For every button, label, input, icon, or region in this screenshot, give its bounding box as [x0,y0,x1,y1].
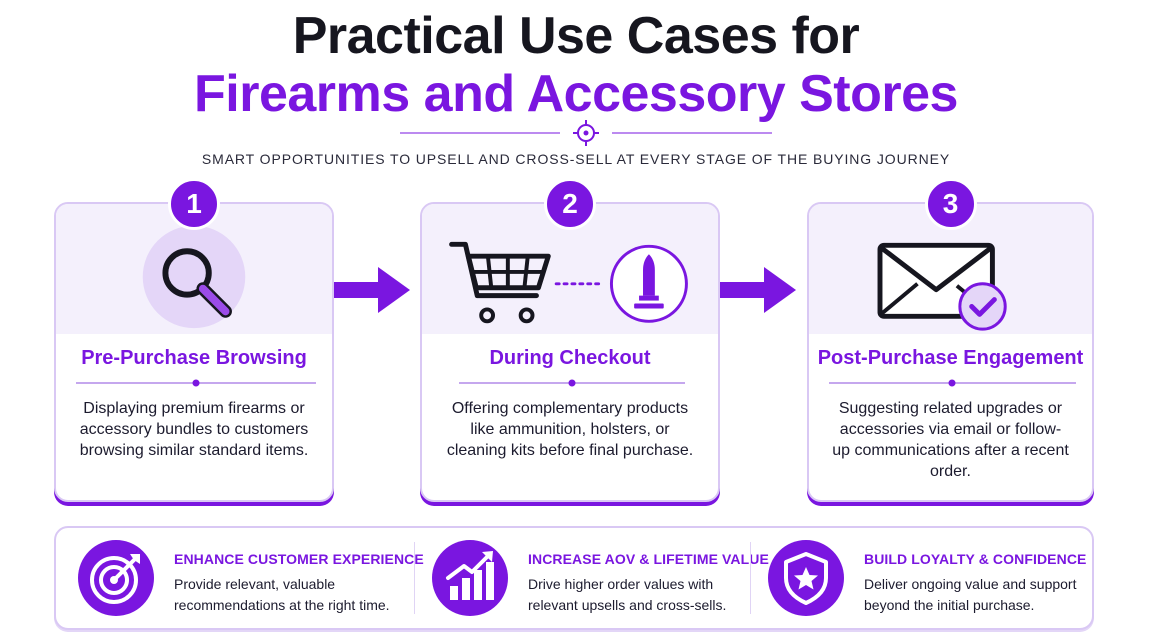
step-description: Offering complementary products like amm… [446,400,694,459]
crosshair-icon [573,120,599,146]
shopping-cart-icon [449,241,688,324]
crosshair-divider [400,120,772,146]
title-divider [76,379,316,387]
benefit-title: BUILD LOYALTY & CONFIDENCE [864,551,1087,567]
target-icon [78,540,154,616]
step-title: During Checkout [489,347,651,369]
benefits-panel: ENHANCE CUSTOMER EXPERIENCE Provide rele… [54,526,1094,630]
ammunition-icon [609,244,688,323]
page-subtitle: SMART OPPORTUNITIES TO UPSELL AND CROSS-… [201,151,951,167]
step-card-pre-purchase: 1 Pre-Purchase Browsing Displaying premi… [54,178,334,502]
step-description: Suggesting related upgrades or accessori… [832,400,1069,480]
step-title: Pre-Purchase Browsing [81,347,307,369]
growth-chart-icon [432,540,508,616]
benefit-separator [414,542,415,614]
benefit-description: Deliver ongoing value and support beyond… [864,576,1077,613]
benefit-customer-experience: ENHANCE CUSTOMER EXPERIENCE Provide rele… [78,528,424,628]
page-title-line-2: Firearms and Accessory Stores [194,65,958,123]
step-card-post-purchase: 3 Post-Purchase Engagement Suggesting re… [807,178,1094,502]
benefit-aov-lifetime-value: INCREASE AOV & LIFETIME VALUE Drive high… [432,528,769,628]
shield-star-icon [768,540,844,616]
benefit-description: Provide relevant, valuable recommendatio… [174,576,390,613]
benefit-description: Drive higher order values with relevant … [528,576,727,613]
step-description: Displaying premium firearms or accessory… [79,400,309,459]
envelope-check-icon [877,242,1007,331]
benefit-title: ENHANCE CUSTOMER EXPERIENCE [174,551,424,567]
title-divider [829,379,1076,387]
flow-arrow-icon [720,267,796,313]
step-number-badge: 2 [544,178,596,230]
step-number-badge: 3 [924,178,977,230]
step-number-badge: 1 [168,178,220,230]
flow-arrow-icon [334,267,410,313]
step-title: Post-Purchase Engagement [817,347,1084,369]
title-divider [459,379,685,387]
benefit-separator [750,542,751,614]
page-title-line-1: Practical Use Cases for [292,7,860,65]
benefit-loyalty-confidence: BUILD LOYALTY & CONFIDENCE Deliver ongoi… [768,528,1088,628]
benefit-title: INCREASE AOV & LIFETIME VALUE [528,551,769,567]
magnifying-glass-icon [142,225,246,329]
step-card-checkout: 2 During Checkout Offering complementary… [420,178,720,502]
